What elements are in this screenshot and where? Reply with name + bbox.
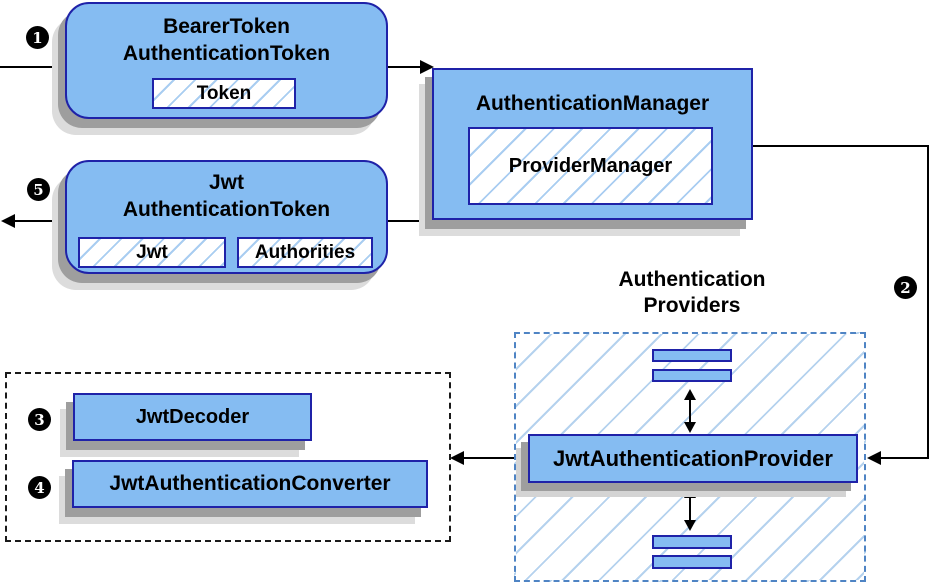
manager-to-provider-bottom-line xyxy=(880,457,929,459)
node-bearer-token-authentication-token: BearerToken AuthenticationToken Token xyxy=(65,2,388,119)
jwt-field: Jwt xyxy=(78,237,226,268)
arrowhead-left-icon xyxy=(867,451,881,465)
step-badge-3: 3 xyxy=(28,408,51,431)
arrowhead-up-icon xyxy=(684,389,696,400)
node-jwt-authentication-token: Jwt AuthenticationToken Jwt Authorities xyxy=(65,160,388,274)
authentication-providers-label-line1: Authentication xyxy=(618,268,766,291)
jwttoken-outgoing-line xyxy=(13,220,66,222)
node-jwt-decoder: JwtDecoder xyxy=(73,393,312,441)
node-authentication-manager: AuthenticationManager ProviderManager xyxy=(432,68,753,220)
incoming-request-line xyxy=(0,66,66,68)
title-line1: Jwt xyxy=(208,171,244,194)
manager-to-jwttoken-line xyxy=(386,220,434,222)
arrowhead-right-icon xyxy=(420,60,434,74)
title-line2: AuthenticationToken xyxy=(122,198,331,221)
token-field: Token xyxy=(152,78,296,109)
provider-link-line xyxy=(689,496,691,522)
bearer-to-manager-line xyxy=(388,66,421,68)
authentication-providers-label: Authentication Providers xyxy=(592,267,792,319)
authorities-field: Authorities xyxy=(237,237,373,268)
step-badge-5: 5 xyxy=(27,178,50,201)
node-title: Jwt AuthenticationToken xyxy=(67,162,386,223)
step-badge-2: 2 xyxy=(894,276,917,299)
title-line2: AuthenticationToken xyxy=(122,42,331,65)
arrowhead-up-icon xyxy=(684,487,696,498)
arrowhead-left-icon xyxy=(1,214,15,228)
step-badge-4: 4 xyxy=(28,476,51,499)
arrowhead-down-icon xyxy=(684,520,696,531)
step-badge-1: 1 xyxy=(26,26,49,49)
node-jwt-authentication-provider: JwtAuthenticationProvider xyxy=(528,434,858,483)
arrowhead-left-icon xyxy=(450,451,464,465)
title-line1: BearerToken xyxy=(163,15,290,38)
node-title: AuthenticationManager xyxy=(475,92,710,115)
provider-placeholder-bar xyxy=(652,555,732,569)
arrowhead-down-icon xyxy=(684,422,696,433)
node-title: BearerToken AuthenticationToken xyxy=(67,4,386,67)
provider-manager-field: ProviderManager xyxy=(468,127,713,205)
provider-placeholder-bar xyxy=(652,535,732,549)
provider-placeholder-bar xyxy=(652,349,732,362)
provider-to-decoder-line xyxy=(464,457,518,459)
manager-to-provider-top-line xyxy=(753,145,929,147)
node-jwt-authentication-converter: JwtAuthenticationConverter xyxy=(72,460,428,508)
manager-to-provider-vertical-line xyxy=(927,145,929,459)
provider-placeholder-bar xyxy=(652,369,732,382)
provider-link-line xyxy=(689,398,691,424)
authentication-providers-label-line2: Providers xyxy=(643,294,741,317)
